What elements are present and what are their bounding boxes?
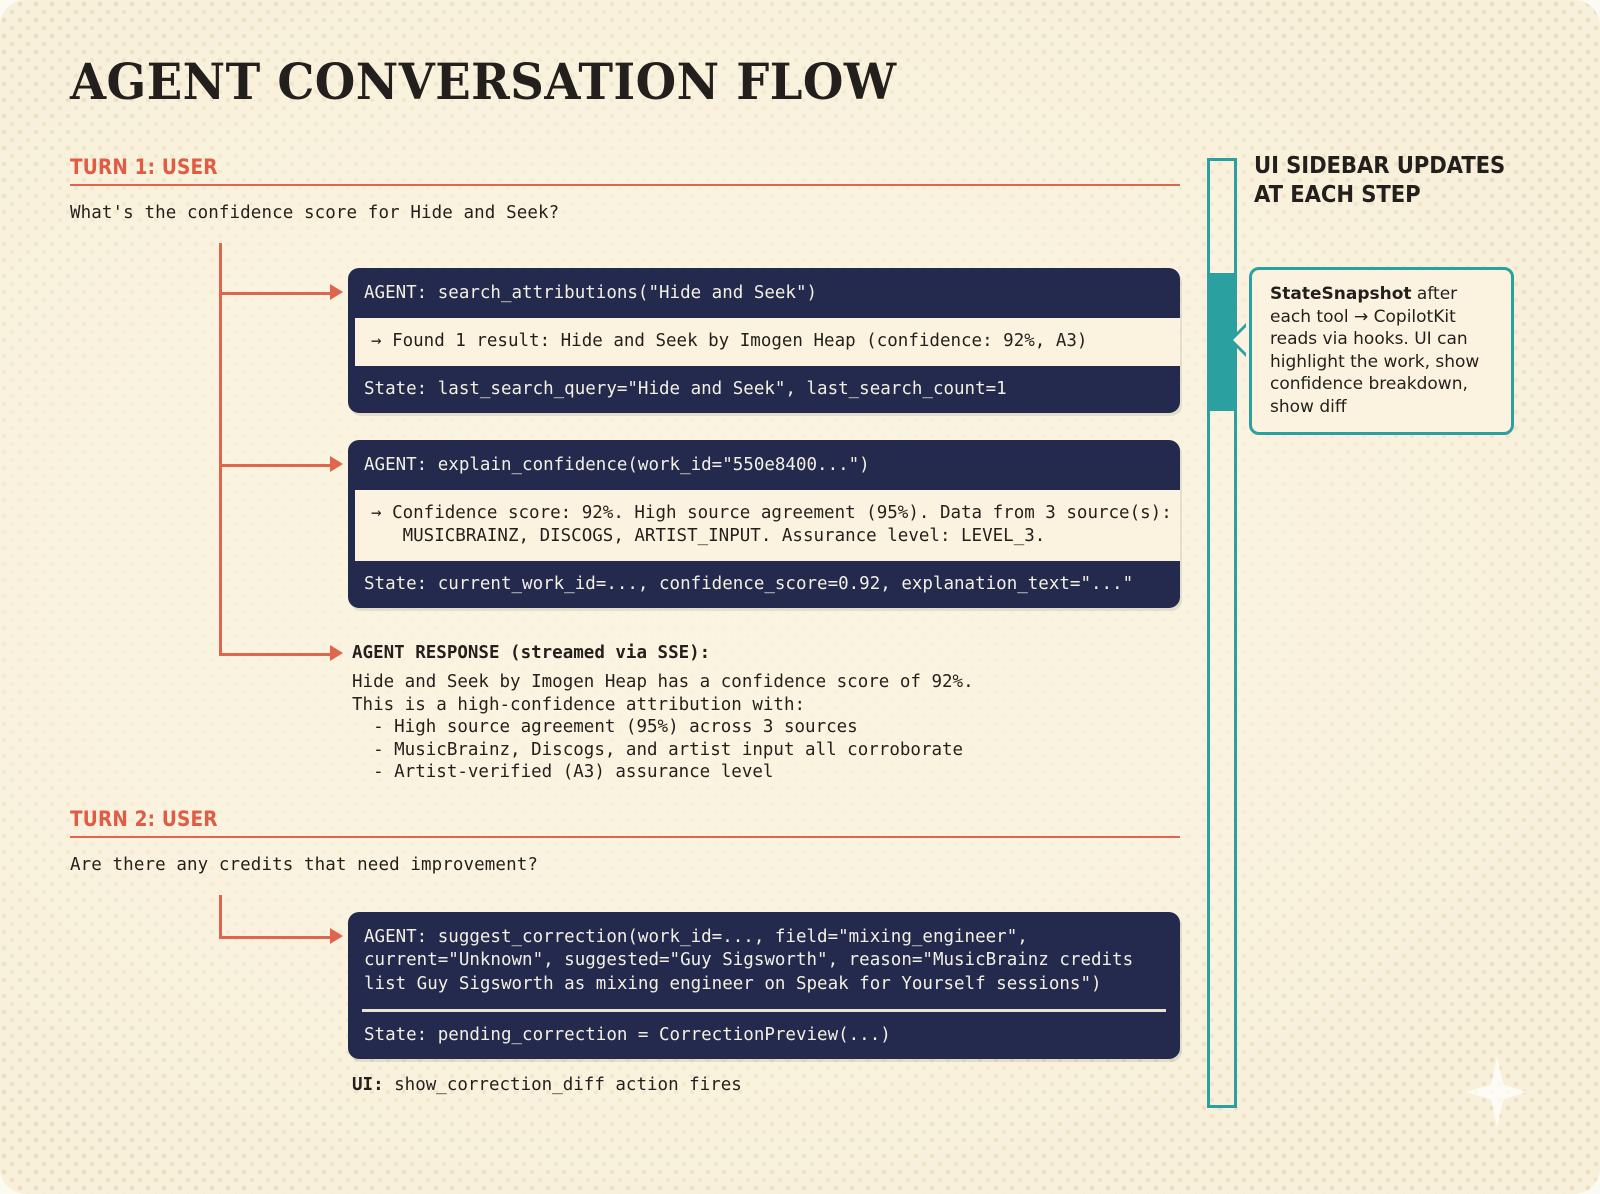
callout-body-text: after each tool → CopilotKit reads via h…	[1270, 284, 1480, 417]
turn-2-connector-spine	[219, 895, 222, 939]
tool-call-text: AGENT: suggest_correction(work_id=..., f…	[364, 927, 1134, 994]
sparkle-icon	[1466, 1056, 1528, 1128]
tool-block-suggest-correction: AGENT: suggest_correction(work_id=..., f…	[348, 912, 1180, 1059]
tool-result-text: → Found 1 result: Hide and Seek by Imoge…	[355, 318, 1180, 367]
turn-1-rule	[70, 184, 1180, 186]
tool-state-text: State: current_work_id=..., confidence_s…	[364, 574, 1134, 595]
callout-pointer-inner	[1233, 327, 1246, 353]
tool-result-text: → Confidence score: 92%. High source agr…	[355, 490, 1180, 562]
turn-2-arrowhead-1	[330, 928, 343, 944]
turn-1-heading: TURN 1: USER	[70, 155, 218, 179]
turn-1-user-message: What's the confidence score for Hide and…	[70, 203, 560, 223]
tool-state-text: State: pending_correction = CorrectionPr…	[364, 1024, 891, 1045]
turn-2-rule	[70, 836, 1180, 838]
callout-strong-text: StateSnapshot	[1270, 284, 1412, 304]
tool-call-text: AGENT: search_attributions("Hide and See…	[364, 283, 818, 303]
ui-action-text: show_correction_diff action fires	[383, 1075, 742, 1095]
ui-action-label: UI:	[352, 1075, 384, 1095]
sidebar-title: UI SIDEBAR UPDATES AT EACH STEP	[1254, 153, 1506, 208]
turn-1-arrowhead-2	[330, 456, 343, 472]
turn-1-arrowhead-1	[330, 284, 343, 300]
sidebar-callout: StateSnapshot after each tool → CopilotK…	[1249, 267, 1514, 435]
turn-2-heading: TURN 2: USER	[70, 807, 218, 831]
tool-block-explain-confidence: AGENT: explain_confidence(work_id="550e8…	[348, 440, 1180, 609]
page-title: AGENT CONVERSATION FLOW	[70, 52, 897, 111]
state-divider	[362, 1008, 1166, 1012]
tool-call-text: AGENT: explain_confidence(work_id="550e8…	[364, 455, 870, 475]
turn-2-branch-1	[219, 936, 334, 939]
turn-1-branch-1	[219, 292, 334, 295]
turn-1-branch-2	[219, 464, 334, 467]
ui-action-note: UI: show_correction_diff action fires	[352, 1075, 742, 1095]
turn-2-user-message: Are there any credits that need improvem…	[70, 855, 538, 875]
tool-block-search-attributions: AGENT: search_attributions("Hide and See…	[348, 268, 1180, 414]
agent-response-body: Hide and Seek by Imogen Heap has a confi…	[352, 672, 974, 782]
agent-response-heading: AGENT RESPONSE (streamed via SSE):	[352, 643, 711, 663]
tool-state-text: State: last_search_query="Hide and Seek"…	[364, 379, 1007, 400]
turn-1-arrowhead-3	[330, 645, 343, 661]
sidebar-progress-track	[1207, 158, 1237, 1108]
turn-1-branch-3	[219, 653, 334, 656]
turn-1-connector-spine	[219, 243, 222, 655]
